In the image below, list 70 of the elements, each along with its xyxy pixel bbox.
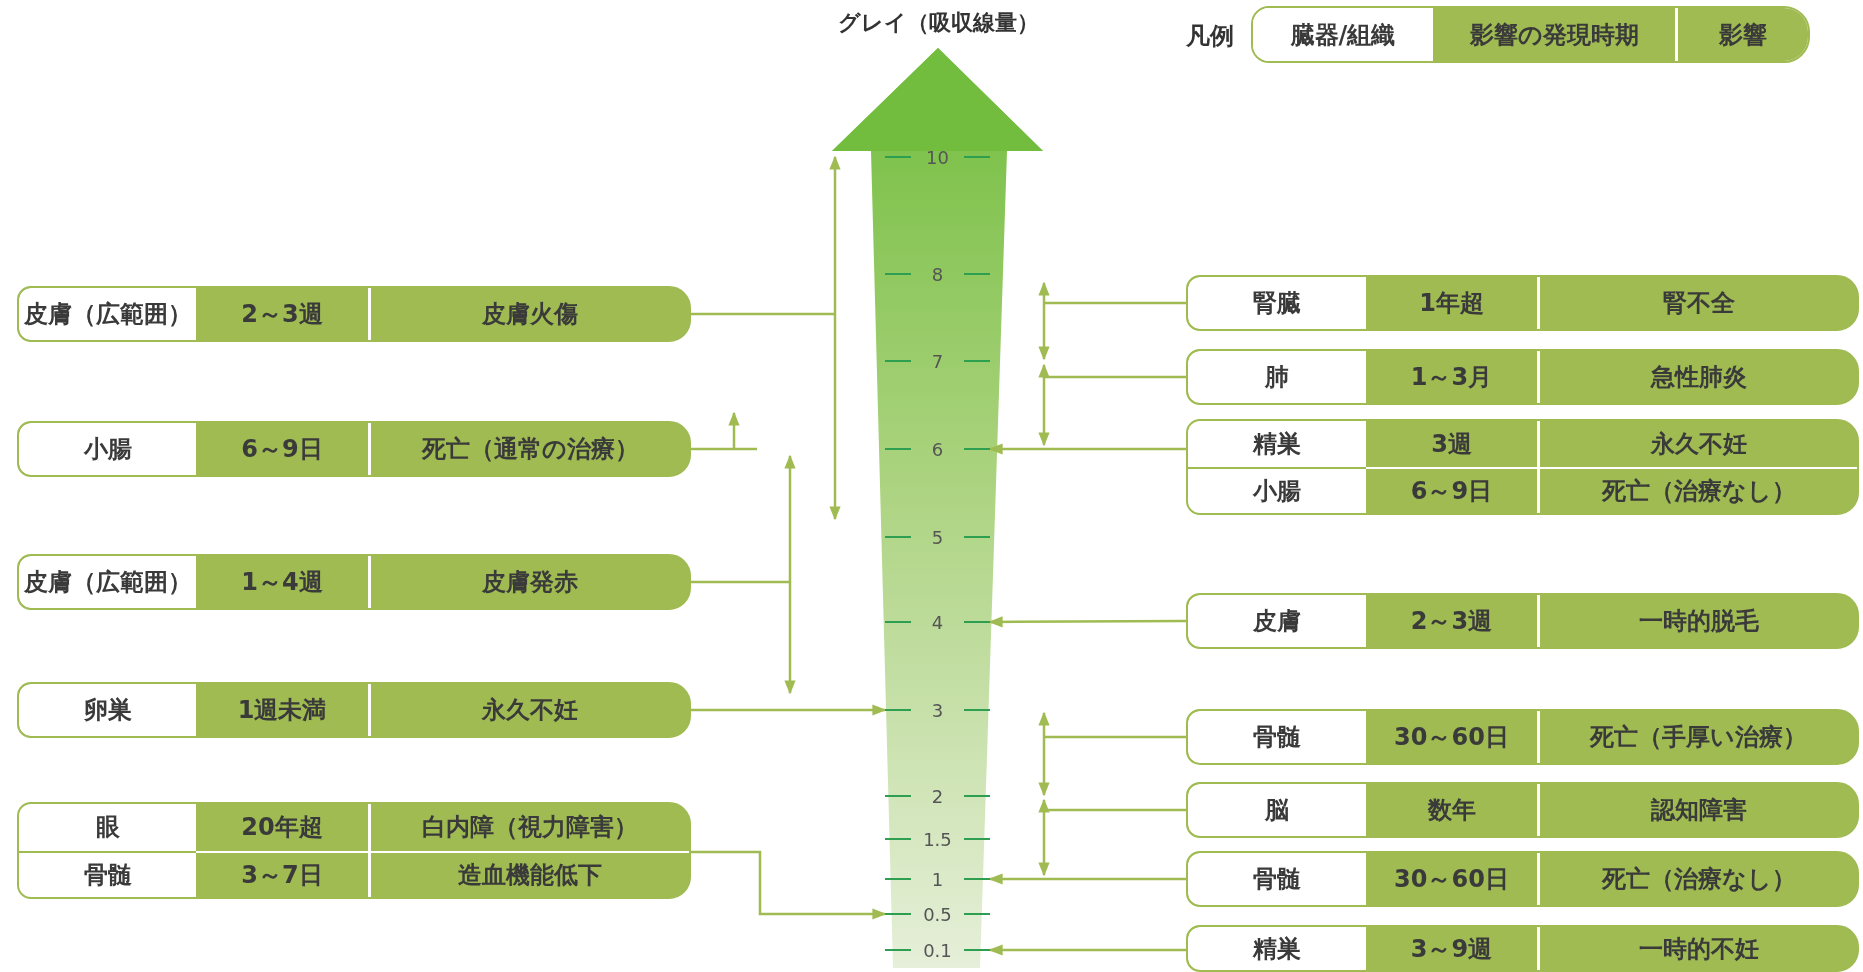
effect-text: 死亡（治療なし） xyxy=(1600,864,1797,895)
effect-text: 永久不妊 xyxy=(480,695,579,726)
leader-line xyxy=(691,580,790,584)
organ-label: 骨髄 xyxy=(1188,711,1366,763)
organ-label: 精巣 xyxy=(1188,421,1366,467)
arrow xyxy=(691,850,887,920)
onset-time: 30～60日 xyxy=(1366,853,1540,905)
onset-time: 1年超 xyxy=(1366,277,1540,329)
effect-text: 造血機能低下 xyxy=(371,850,689,897)
effect-text: 腎不全 xyxy=(1661,288,1736,319)
leader-line xyxy=(1044,301,1186,305)
onset-time: 2～3週 xyxy=(1366,595,1540,647)
effect-bar xyxy=(1186,851,1859,907)
onset-time: 20年超 xyxy=(196,804,371,851)
effect-text: 死亡（手厚い治療） xyxy=(1588,722,1808,753)
effect-text: 認知障害 xyxy=(1649,795,1748,826)
effect-text: 白内障（視力障害） xyxy=(421,812,639,844)
leader-line xyxy=(691,411,759,451)
effect-text: 永久不妊 xyxy=(1649,429,1748,460)
effect-text: 死亡（治療なし） xyxy=(1540,467,1857,513)
onset-time: 3週 xyxy=(1366,421,1540,467)
leader-line xyxy=(1044,735,1186,739)
effect-text: 急性肺炎 xyxy=(1649,362,1748,393)
leader-line xyxy=(1044,375,1186,379)
legend-key: 影響 xyxy=(1678,8,1808,61)
organ-label: 小腸 xyxy=(19,423,196,475)
organ-label: 肺 xyxy=(1188,351,1366,403)
effect-bar xyxy=(1186,275,1859,331)
effect-bar xyxy=(1186,925,1859,972)
effect-bar xyxy=(17,286,691,342)
arrow xyxy=(691,704,887,716)
onset-time: 1～3月 xyxy=(1366,351,1540,403)
effect-text: 皮膚発赤 xyxy=(481,567,579,598)
effect-text: 皮膚火傷 xyxy=(481,299,579,330)
onset-time: 1週未満 xyxy=(196,684,371,736)
onset-time: 6～9日 xyxy=(196,423,371,475)
effect-bar xyxy=(1186,593,1859,649)
legend-title: 凡例 xyxy=(1186,21,1234,52)
organ-label: 皮膚 xyxy=(1188,595,1366,647)
effect-text: 一時的不妊 xyxy=(1637,933,1760,965)
organ-label: 骨髄 xyxy=(19,850,196,897)
legend-key: 影響の発現時期 xyxy=(1433,8,1678,61)
organ-label: 皮膚（広範囲） xyxy=(19,556,196,608)
effect-bar xyxy=(17,802,691,899)
onset-time: 3～7日 xyxy=(196,850,371,897)
organ-label: 眼 xyxy=(19,804,196,851)
axis-title: グレイ（吸収線量） xyxy=(838,9,1038,37)
effect-text: 死亡（通常の治療） xyxy=(420,434,640,465)
leader-line xyxy=(691,312,835,316)
organ-label: 腎臓 xyxy=(1188,277,1366,329)
organ-label: 小腸 xyxy=(1188,467,1366,513)
organ-label: 脳 xyxy=(1188,784,1366,836)
onset-time: 数年 xyxy=(1366,784,1540,836)
organ-label: 卵巣 xyxy=(19,684,196,736)
onset-time: 1～4週 xyxy=(196,556,371,608)
effect-bar xyxy=(1186,349,1859,405)
organ-label: 精巣 xyxy=(1188,927,1366,970)
effect-bar xyxy=(17,421,691,477)
effect-bar xyxy=(1186,419,1859,515)
onset-time: 6～9日 xyxy=(1366,467,1540,513)
effect-text: 一時的脱毛 xyxy=(1637,606,1760,637)
effect-bar xyxy=(1186,782,1859,838)
onset-time: 30～60日 xyxy=(1366,711,1540,763)
onset-time: 3～9週 xyxy=(1366,927,1540,970)
effect-bar xyxy=(17,682,691,738)
effect-bar xyxy=(17,554,691,610)
effect-bar xyxy=(1186,709,1859,765)
onset-time: 2～3週 xyxy=(196,288,371,340)
organ-label: 皮膚（広範囲） xyxy=(19,288,196,340)
organ-label: 骨髄 xyxy=(1188,853,1366,905)
